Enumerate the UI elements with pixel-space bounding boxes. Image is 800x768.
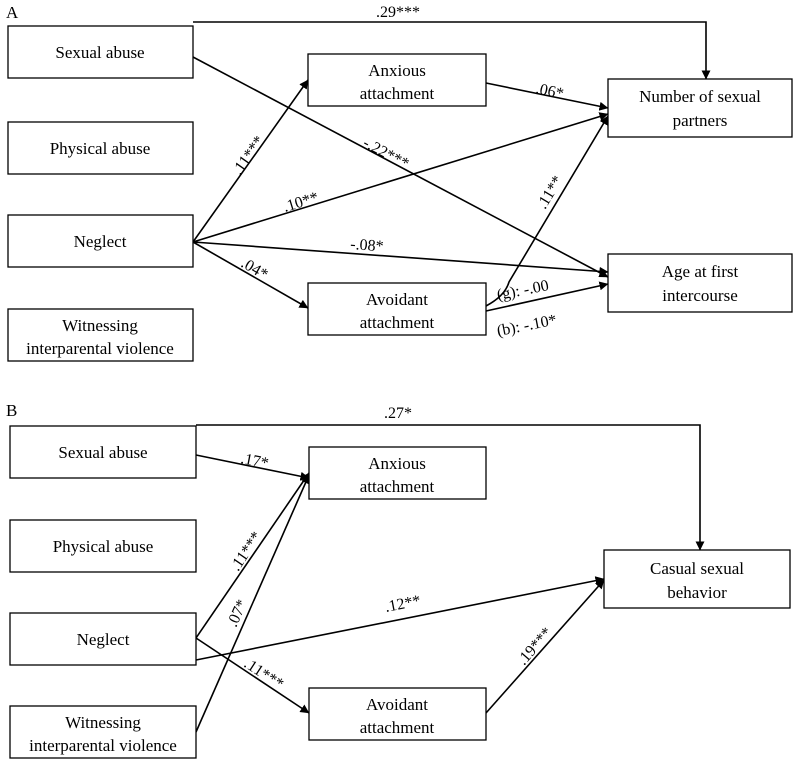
coef-b-avoidant-to-casual: .19*** bbox=[514, 624, 556, 668]
edge-b-witnessing-to-anxious bbox=[195, 474, 310, 733]
node-a-physical-abuse bbox=[7, 121, 194, 175]
panel-b-label: B bbox=[6, 401, 17, 420]
panel-a: A Sexual abuse Physical abuse Neglect Wi… bbox=[6, 3, 793, 362]
node-a-anxious-label-2: attachment bbox=[360, 84, 435, 103]
node-b-physical-abuse-label: Physical abuse bbox=[53, 537, 154, 556]
node-a-witnessing bbox=[7, 308, 194, 362]
edge-a-anxious-to-partners bbox=[485, 82, 609, 111]
node-b-witnessing bbox=[9, 705, 197, 759]
node-b-avoidant-label-1: Avoidant bbox=[366, 695, 428, 714]
coef-b-sexual-abuse-to-casual: .27* bbox=[384, 405, 412, 422]
node-b-casual-label-2: behavior bbox=[667, 583, 727, 602]
node-a-number-of-partners bbox=[607, 78, 793, 138]
node-a-age-label-1: Age at first bbox=[662, 262, 739, 281]
node-b-anxious-label-2: attachment bbox=[360, 477, 435, 496]
node-b-anxious-label-1: Anxious bbox=[368, 454, 426, 473]
node-b-casual-sexual-behavior bbox=[603, 549, 791, 609]
node-b-physical-abuse bbox=[9, 519, 197, 573]
node-a-partners-label-1: Number of sexual bbox=[639, 87, 761, 106]
node-a-partners-label-2: partners bbox=[673, 111, 728, 130]
node-a-neglect bbox=[7, 214, 194, 268]
coef-b-sexual-abuse-to-anxious: .17* bbox=[239, 450, 270, 472]
coef-a-avoidant-to-age-g: (g): -.00 bbox=[496, 277, 551, 304]
coef-b-neglect-to-casual: .12** bbox=[384, 592, 423, 616]
edge-a-avoidant-to-age bbox=[485, 281, 609, 312]
coef-a-neglect-to-anxious: .11*** bbox=[229, 133, 268, 178]
panel-b: B Sexual abuse Physical abuse Neglect Wi… bbox=[6, 401, 791, 759]
node-b-witnessing-label-1: Witnessing bbox=[65, 713, 141, 732]
edge-a-sexual-abuse-to-age bbox=[192, 56, 609, 278]
node-a-avoidant-label-1: Avoidant bbox=[366, 290, 428, 309]
coef-a-neglect-to-avoidant: .04* bbox=[238, 255, 271, 284]
node-a-sexual-abuse bbox=[7, 25, 194, 79]
node-a-anxious bbox=[307, 53, 487, 107]
node-a-sexual-abuse-label: Sexual abuse bbox=[55, 43, 144, 62]
edge-a-neglect-to-age bbox=[192, 241, 609, 276]
node-b-avoidant bbox=[308, 687, 487, 741]
coef-a-sexual-abuse-to-age: -.22*** bbox=[360, 135, 412, 173]
node-b-avoidant-label-2: attachment bbox=[360, 718, 435, 737]
edge-b-neglect-to-avoidant bbox=[195, 637, 310, 714]
node-a-age-first-intercourse bbox=[607, 253, 793, 313]
node-a-witnessing-label-1: Witnessing bbox=[62, 316, 138, 335]
node-a-neglect-label: Neglect bbox=[74, 232, 127, 251]
coef-a-anxious-to-partners: .06* bbox=[534, 80, 565, 102]
coef-b-neglect-to-avoidant: .11*** bbox=[241, 655, 287, 693]
edge-a-neglect-to-anxious bbox=[192, 79, 309, 243]
node-b-witnessing-label-2: interparental violence bbox=[29, 736, 177, 755]
node-a-physical-abuse-label: Physical abuse bbox=[50, 139, 151, 158]
edge-a-neglect-to-partners bbox=[192, 112, 609, 243]
node-b-neglect bbox=[9, 612, 197, 666]
coef-a-sexual-abuse-to-partners: .29*** bbox=[376, 4, 420, 21]
node-a-age-label-2: intercourse bbox=[662, 286, 738, 305]
node-b-sexual-abuse bbox=[9, 425, 197, 479]
edge-a-sexual-abuse-to-partners bbox=[193, 21, 711, 80]
coef-b-witnessing-to-anxious: .07* bbox=[224, 597, 251, 629]
node-a-avoidant bbox=[307, 282, 487, 336]
node-a-avoidant-label-2: attachment bbox=[360, 313, 435, 332]
coef-a-neglect-to-partners: .10** bbox=[281, 189, 320, 216]
node-b-casual-label-1: Casual sexual bbox=[650, 559, 744, 578]
coef-a-avoidant-to-age-b: (b): -.10* bbox=[496, 312, 559, 340]
panel-a-label: A bbox=[6, 3, 19, 22]
edge-a-neglect-to-avoidant bbox=[192, 241, 309, 309]
node-a-witnessing-label-2: interparental violence bbox=[26, 339, 174, 358]
edge-b-avoidant-to-casual bbox=[485, 579, 605, 714]
node-a-anxious-label-1: Anxious bbox=[368, 61, 426, 80]
coef-a-neglect-to-age: -.08* bbox=[350, 236, 384, 255]
node-b-neglect-label: Neglect bbox=[77, 630, 130, 649]
edge-b-sexual-abuse-to-anxious bbox=[195, 454, 310, 481]
coef-b-neglect-to-anxious: .11*** bbox=[227, 529, 265, 574]
edge-b-neglect-to-anxious bbox=[195, 472, 310, 639]
edge-b-sexual-abuse-to-casual bbox=[196, 424, 705, 551]
node-b-sexual-abuse-label: Sexual abuse bbox=[58, 443, 147, 462]
edge-a-avoidant-to-partners bbox=[485, 115, 609, 307]
node-b-anxious bbox=[308, 446, 487, 500]
edge-b-neglect-to-casual bbox=[195, 576, 605, 661]
